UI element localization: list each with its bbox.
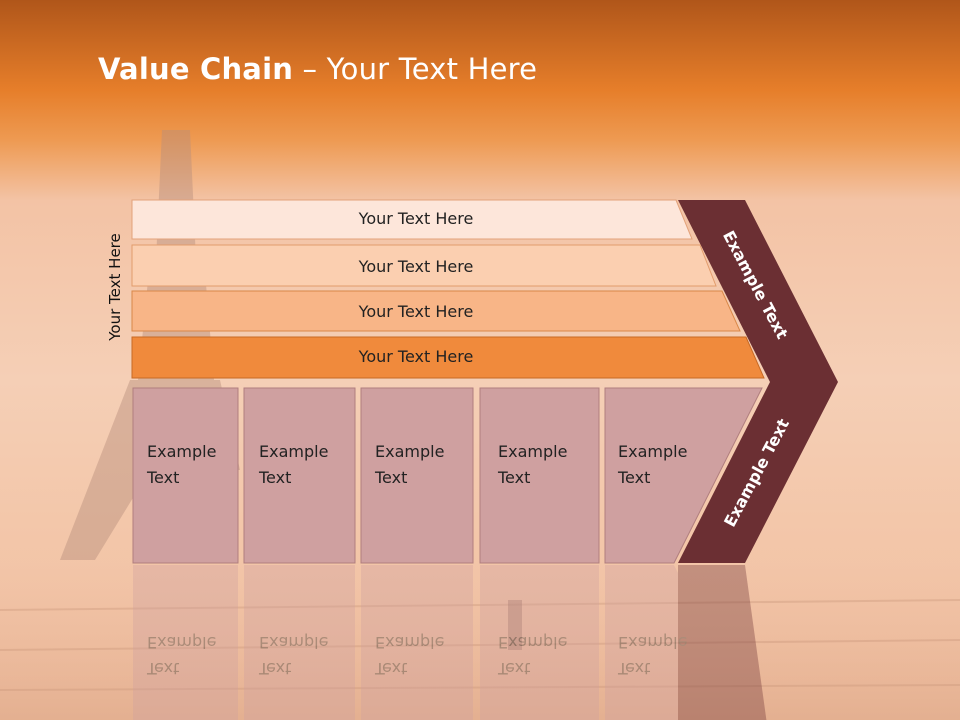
reflection-text-5: Text Example [618,629,687,681]
column-label-1-line1: Example [147,442,217,461]
reflection-text-3-line2: Text [375,659,408,678]
bar-label-4: Your Text Here [358,347,474,366]
reflection-text-2-line2: Text [259,659,292,678]
bar-label-1: Your Text Here [358,209,474,228]
bar-shape-4 [131,336,765,379]
title-rest: – Your Text Here [293,52,538,86]
reflection-shapes [133,565,767,720]
diagram-reflection: Text Example Text Example Text Example T… [0,565,960,720]
column-shape-1 [132,387,239,564]
reflection-text-4-line1: Example [498,633,568,652]
column-label-4-line2: Text [498,468,531,487]
column-shape-3 [360,387,474,564]
column-label-3: Example Text [375,439,444,491]
reflection-text-5-line1: Example [618,633,688,652]
reflection-text-3-line1: Example [375,633,445,652]
plaza-ground [0,560,960,720]
bar-shape-2 [131,244,717,287]
bar-shape-1 [131,199,693,240]
column-label-2-line1: Example [259,442,329,461]
column-shape-5 [604,387,763,564]
column-label-1: Example Text [147,439,216,491]
column-label-5-line1: Example [618,442,688,461]
person-silhouette [508,600,522,650]
bar-label-3: Your Text Here [358,302,474,321]
reflection-text-5-line2: Text [618,659,651,678]
reflection-text-1-line1: Example [147,633,217,652]
reflection-text-2-line1: Example [259,633,329,652]
bar-label-2: Your Text Here [358,257,474,276]
column-label-5-line2: Text [618,468,651,487]
column-label-2-line2: Text [259,468,292,487]
column-label-3-line2: Text [375,468,408,487]
reflection-text-3: Text Example [375,629,444,681]
reflection-text-1-line2: Text [147,659,180,678]
slide-title: Value Chain – Your Text Here [98,52,537,86]
reflection-text-1: Text Example [147,629,216,681]
column-label-4: Example Text [498,439,567,491]
column-label-5: Example Text [618,439,687,491]
column-shape-2 [243,387,356,564]
column-label-2: Example Text [259,439,328,491]
column-label-3-line1: Example [375,442,445,461]
column-label-4-line1: Example [498,442,568,461]
plaza-lines [0,599,960,691]
bar-shape-3 [131,290,741,332]
reflection-text-2: Text Example [259,629,328,681]
column-shape-4 [479,387,600,564]
reflection-text-4: Text Example [498,629,567,681]
title-bold: Value Chain [98,52,294,86]
margin-chevron [678,200,838,563]
reflection-text-4-line2: Text [498,659,531,678]
column-label-1-line2: Text [147,468,180,487]
